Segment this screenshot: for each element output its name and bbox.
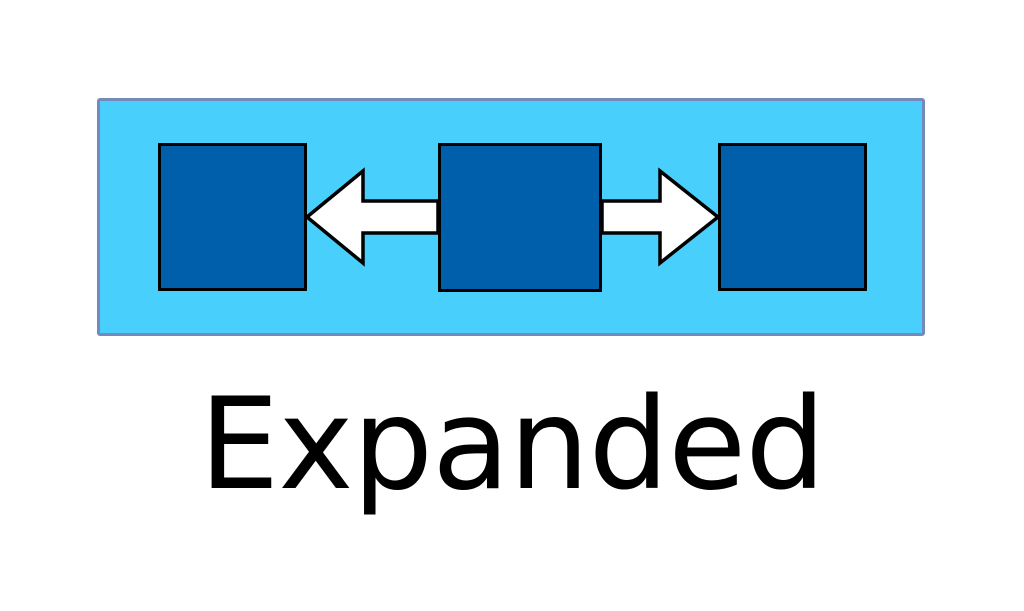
node-left-square [158,143,307,291]
right-arrow-icon [600,167,721,267]
expanded-group-box [97,98,925,336]
diagram-caption: Expanded [199,370,826,518]
arrows-layer [304,167,721,267]
left-arrow-icon [304,167,440,267]
